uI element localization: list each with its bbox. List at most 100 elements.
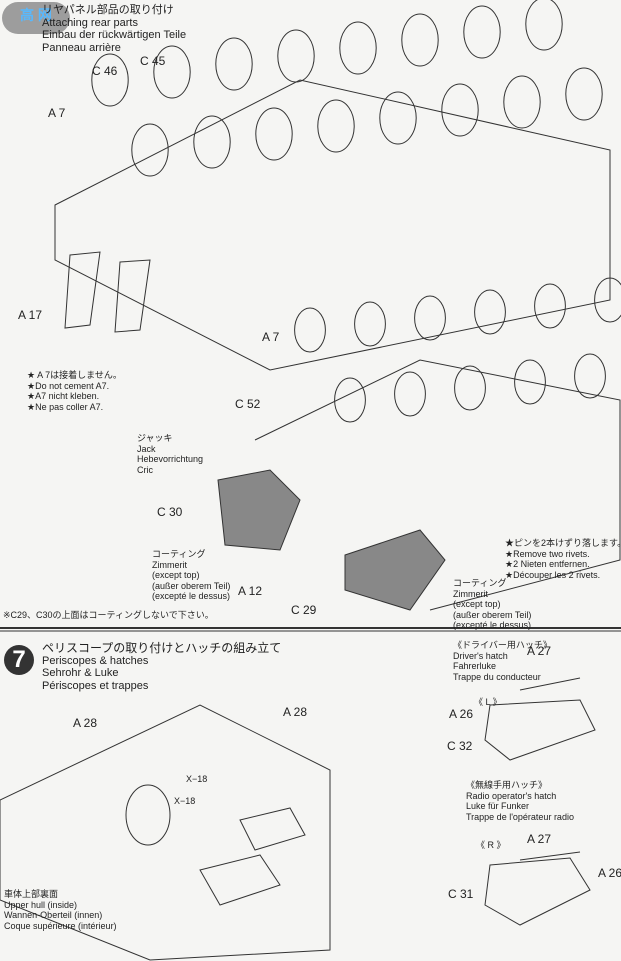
- hull-bottom-mid: [254, 359, 621, 611]
- road-wheel: [394, 371, 426, 417]
- road-wheel: [317, 99, 355, 153]
- radio-hatch-label: 《無線手用ハッチ》 Radio operator's hatch Luke fü…: [466, 780, 574, 822]
- label-line: Radio operator's hatch: [466, 790, 557, 801]
- hatch-c32: [484, 699, 596, 761]
- road-wheel: [503, 75, 541, 129]
- note-line: ★Ne pas coller A7.: [27, 401, 104, 412]
- label-line: Coque supérieure (intérieur): [4, 920, 117, 931]
- road-wheel: [379, 91, 417, 145]
- road-wheel: [131, 123, 169, 177]
- road-wheel: [565, 67, 603, 121]
- road-wheel: [354, 301, 386, 347]
- label-line: (außer oberem Teil): [453, 609, 532, 620]
- upper-hull-label: 車体上部裏面 Upper hull (inside) Wannen-Oberte…: [4, 889, 117, 931]
- part-c29: [344, 529, 446, 611]
- step7-title: ペリスコープの取り付けとハッチの組み立て Periscopes & hatche…: [42, 642, 281, 692]
- part-label: C 52: [235, 397, 261, 411]
- part-label: X−18: [186, 774, 208, 784]
- jack-label: ジャッキ Jack Hebevorrichtung Cric: [137, 433, 203, 475]
- label-line: (excepté le dessus): [152, 591, 231, 601]
- part-label: A 27: [527, 832, 552, 846]
- label-line: コーティング: [152, 549, 206, 559]
- part-label: C 29: [291, 603, 317, 617]
- label-line: Fahrerluke: [453, 661, 497, 671]
- label-line: (except top): [152, 570, 200, 580]
- road-wheel: [277, 29, 315, 83]
- label-line: Upper hull (inside): [4, 899, 78, 910]
- title-en: Attaching rear parts: [42, 16, 138, 29]
- title-en: Periscopes & hatches: [42, 654, 149, 667]
- hatch-openings: [199, 807, 306, 906]
- road-wheel: [463, 5, 501, 59]
- road-wheel: [525, 0, 563, 51]
- road-wheel: [215, 37, 253, 91]
- label-line: コーティング: [453, 578, 507, 588]
- title-de: Einbau der rückwärtigen Teile: [42, 29, 187, 41]
- label-line: ジャッキ: [137, 433, 173, 443]
- label-line: Zimmerit: [152, 559, 187, 570]
- title-fr: Périscopes et trappes: [42, 679, 149, 692]
- upper-hull: [0, 704, 331, 961]
- road-wheel: [401, 13, 439, 67]
- footnote: ※C29、C30の上面はコーティングしないで下さい。: [3, 610, 214, 620]
- label-line: 《ドライバー用ハッチ》: [453, 640, 552, 650]
- part-label: A 7: [262, 330, 280, 344]
- road-wheel: [334, 377, 366, 423]
- coating-label-left: コーティング Zimmerit (except top) (außer ober…: [152, 549, 230, 602]
- road-wheel: [193, 115, 231, 169]
- road-wheel: [534, 283, 566, 329]
- part-label: A 7: [48, 106, 66, 120]
- road-wheel: [255, 107, 293, 161]
- label-line: Luke für Funker: [466, 801, 530, 811]
- label-line: Zimmerit: [453, 588, 488, 599]
- label-line: Trappe de l'opérateur radio: [466, 811, 574, 822]
- part-label: A 28: [283, 705, 308, 719]
- road-wheel: [339, 21, 377, 75]
- part-label: C 32: [447, 739, 473, 753]
- road-wheel: [153, 45, 191, 99]
- note-line: ★2 Nieten entfernen.: [505, 559, 590, 569]
- part-label: A 28: [73, 716, 98, 730]
- road-wheel: [514, 359, 546, 405]
- part-label: C 31: [448, 887, 474, 901]
- step6-title: リヤパネル部品の取り付け Attaching rear parts Einbau…: [42, 4, 186, 54]
- title-fr: Panneau arrière: [42, 41, 121, 54]
- label-line: (excepté le dessus): [453, 620, 532, 630]
- note-line: ★Remove two rivets.: [505, 548, 590, 559]
- label-line: Driver's hatch: [453, 650, 508, 661]
- label-line: Jack: [137, 443, 156, 454]
- note-line: ★Découper les 2 rivets.: [505, 569, 601, 580]
- part-label: C 46: [92, 64, 118, 78]
- part-label: C 45: [140, 54, 166, 68]
- coating-label-right: コーティング Zimmerit (except top) (außer ober…: [453, 578, 531, 631]
- part-label: X−18: [174, 796, 196, 806]
- step-number-badge: 7: [4, 645, 34, 675]
- part-a17: [64, 251, 151, 333]
- part-label: A 17: [18, 308, 43, 322]
- road-wheel: [91, 53, 129, 107]
- label-line: Hebevorrichtung: [137, 454, 204, 464]
- label-line: Trappe du conducteur: [453, 671, 541, 682]
- title-ja: リヤパネル部品の取り付け: [42, 4, 174, 16]
- part-c30: [217, 469, 301, 551]
- hull-bottom-top: [54, 79, 611, 371]
- a7-note: ★ A 7は接着しません。 ★Do not cement A7. ★A7 nic…: [27, 370, 122, 412]
- road-wheel: [574, 353, 606, 399]
- part-label: A 26: [449, 707, 474, 721]
- note-line: ★Do not cement A7.: [27, 380, 110, 391]
- part-label: A 26: [598, 866, 621, 880]
- title-de: Sehrohr & Luke: [42, 667, 119, 679]
- label-line: Cric: [137, 464, 153, 475]
- periscope-opening: [125, 784, 171, 846]
- road-wheel: [474, 289, 506, 335]
- note-line: ★ピンを2本けずり落します。: [505, 538, 621, 548]
- title-ja: ペリスコープの取り付けとハッチの組み立て: [42, 641, 282, 655]
- note-line: ★ A 7は接着しません。: [27, 370, 122, 380]
- watermark-logo: 高 网: [2, 2, 70, 34]
- left-mark: 《 L 》: [474, 697, 502, 707]
- road-wheel: [454, 365, 486, 411]
- road-wheels-mid: [294, 277, 621, 423]
- label-line: (except top): [453, 599, 501, 609]
